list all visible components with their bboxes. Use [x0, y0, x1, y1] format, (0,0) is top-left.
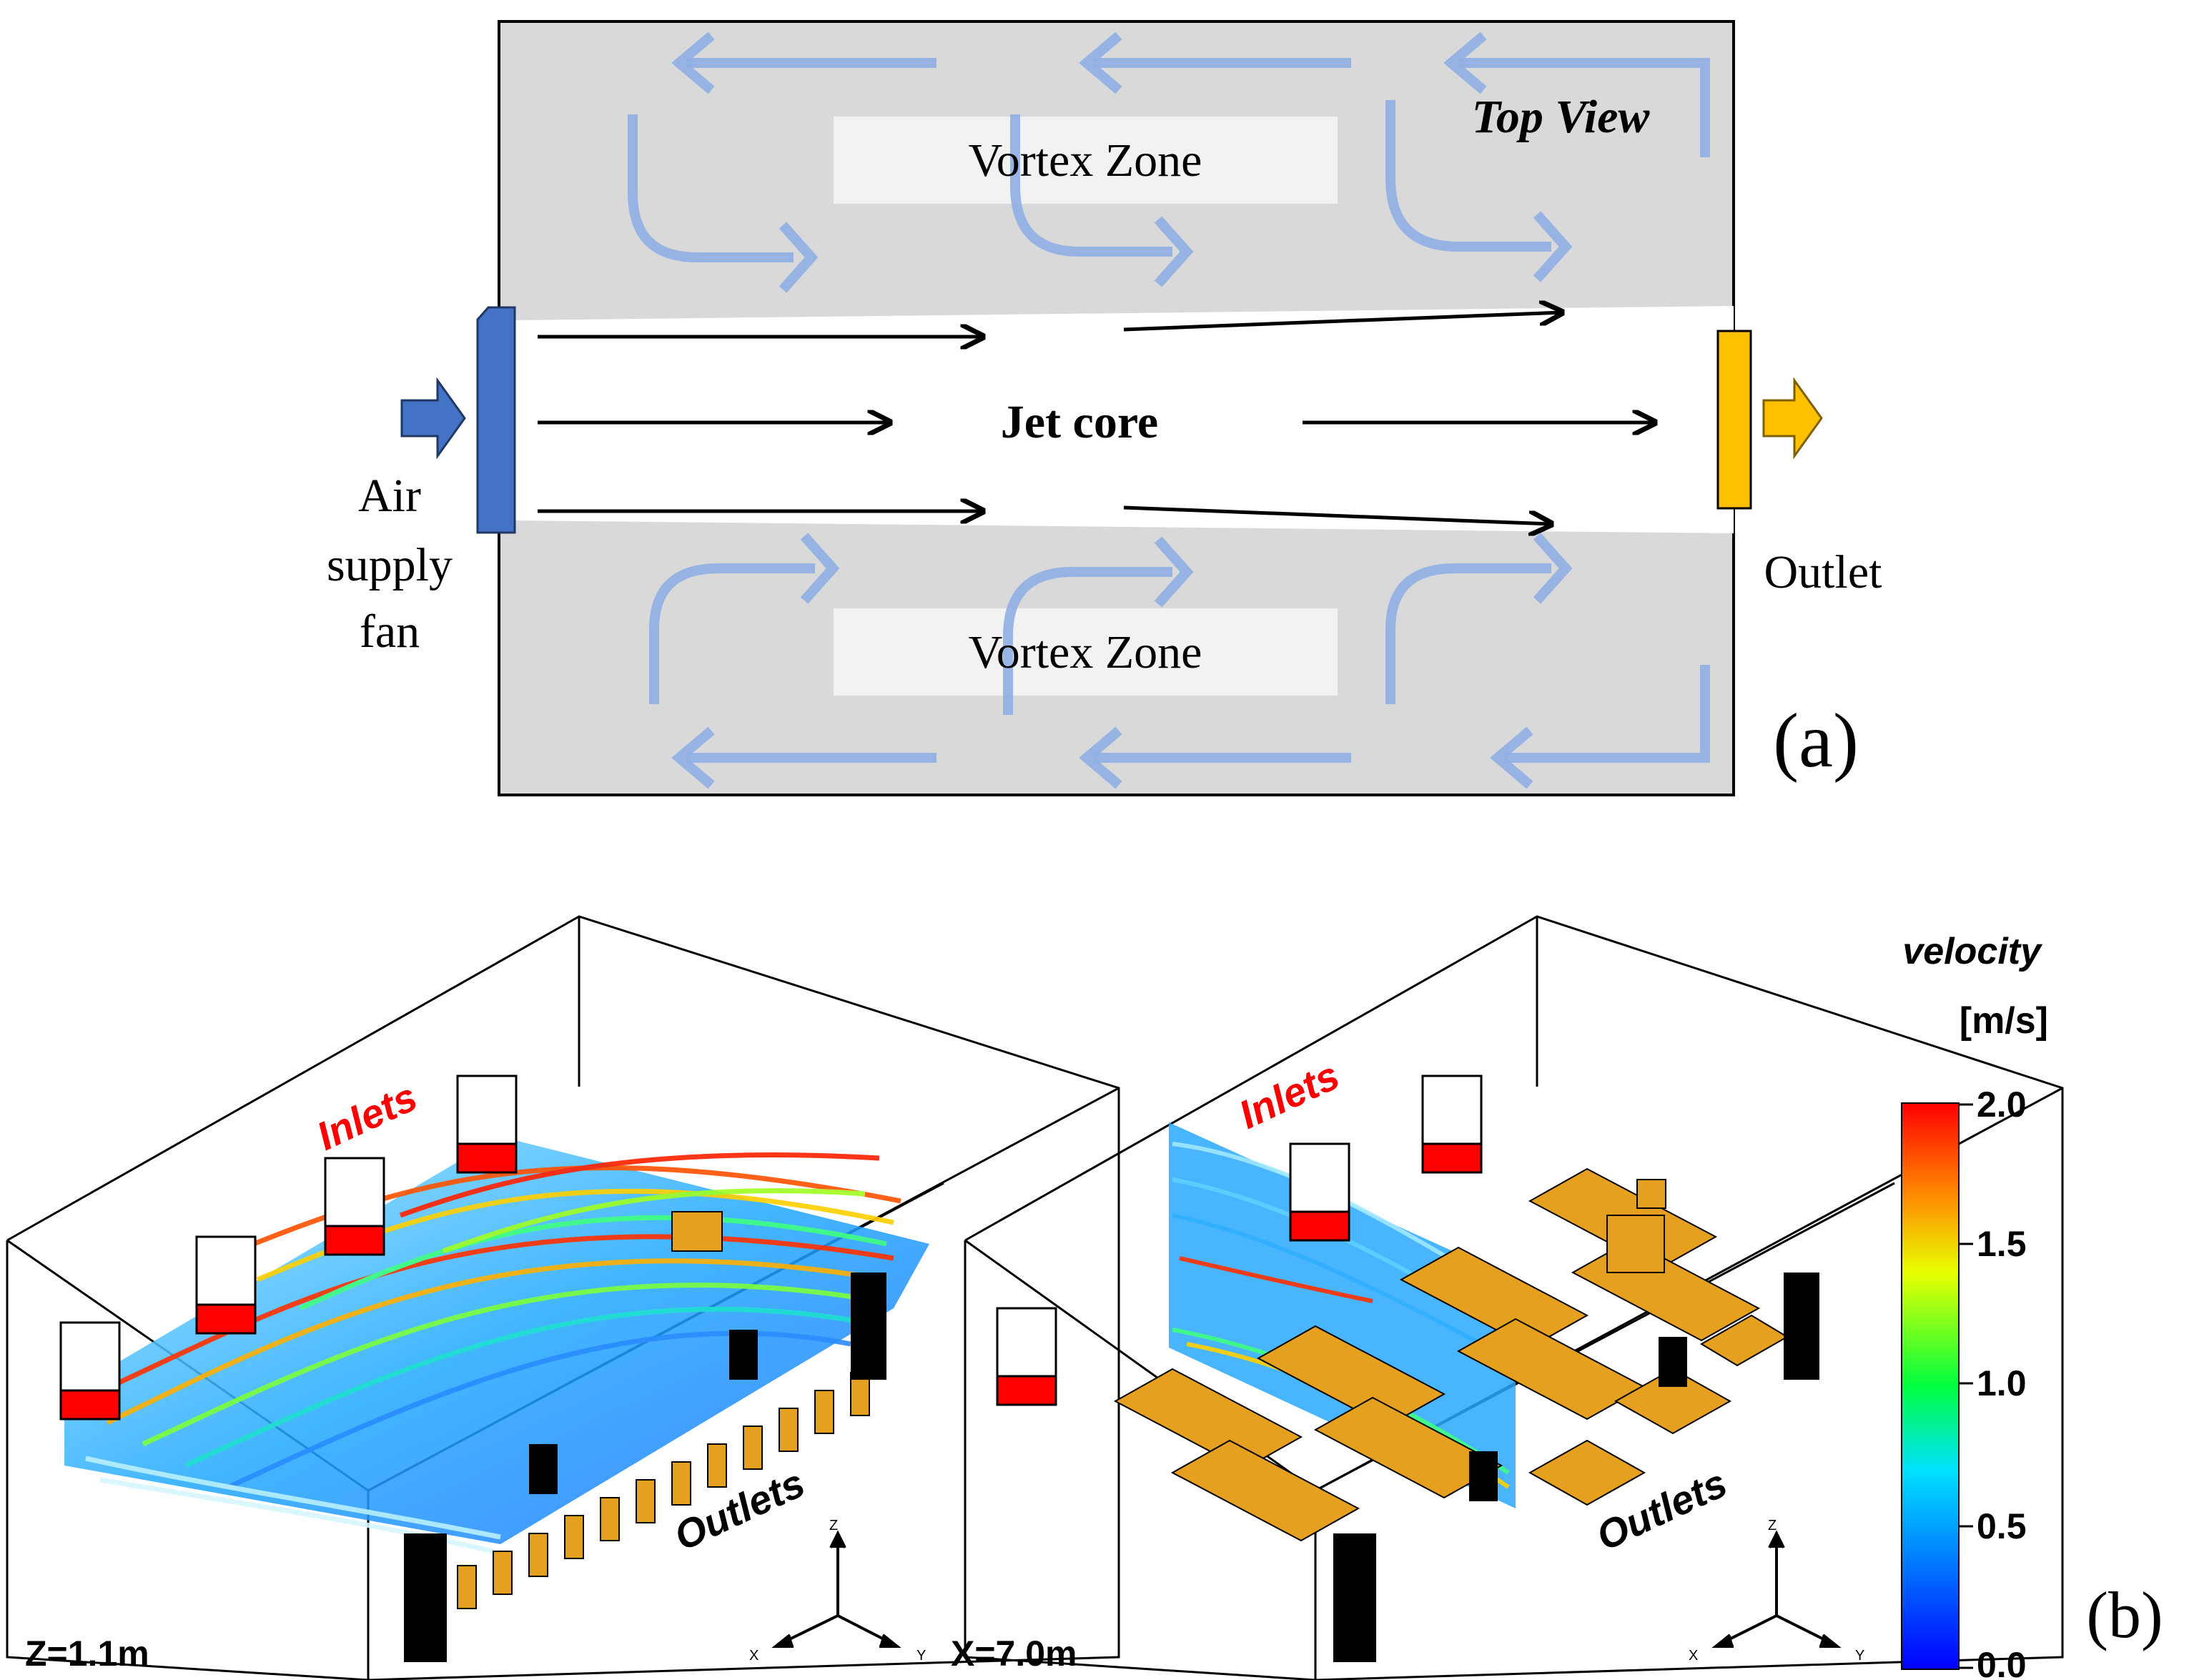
inlets-label-right: Inlets [1232, 1052, 1345, 1137]
air-supply-fan [476, 306, 516, 534]
colorbar-gradient [1901, 1102, 1960, 1670]
axis-y-right: Y [1855, 1648, 1864, 1664]
air-supply-label-line1: Air [358, 470, 421, 522]
vortex-zone-top-label: Vortex Zone [969, 134, 1202, 187]
axis-z-right: Z [1768, 1518, 1777, 1533]
outlet-doors-left [404, 1273, 886, 1662]
colorbar-tick: 0.5 [1977, 1506, 2027, 1546]
upper-vortex-arrows [628, 31, 1710, 293]
panel-b-left-view: Inlets Outlets Z=1.1m Z X Y [6, 915, 1120, 1680]
axis-z-left: Z [829, 1518, 838, 1533]
outlet-doors-right [1333, 1273, 1819, 1662]
inlet-windows-right [996, 1074, 1483, 1406]
vortex-zone-bottom-box [834, 608, 1338, 696]
colorbar-tick: 1.5 [1977, 1224, 2027, 1264]
jet-arrows [538, 312, 1655, 524]
axis-x-left: X [749, 1648, 759, 1664]
panel-b-right-view: Inlets Outlets X=7.0m Z X Y [951, 915, 2064, 1680]
air-supply-label-line2: supply [327, 539, 453, 591]
axis-triad-left [771, 1530, 901, 1648]
inlets-label-left: Inlets [310, 1074, 423, 1159]
top-view-label: Top View [1472, 91, 1651, 143]
lower-vortex-arrows [649, 533, 1710, 789]
outlet-box [1716, 330, 1752, 510]
colorbar-tick: 0.0 [1977, 1645, 2027, 1680]
section-label-left: Z=1.1m [25, 1634, 149, 1674]
inlet-windows-left [59, 1074, 518, 1420]
axis-y-left: Y [916, 1648, 926, 1664]
colorbar-tick: 1.0 [1977, 1363, 2027, 1403]
colorbar-tick-marks [1959, 1103, 1973, 1669]
vortex-zone-top-box [834, 117, 1338, 204]
colorbar-tick: 2.0 [1977, 1084, 2027, 1125]
air-supply-label-line3: fan [360, 606, 420, 658]
jet-core-region [515, 306, 1734, 533]
furniture-right [1113, 1167, 1789, 1542]
velocity-colorbar: velocity [m/s] 2.0 1.5 1.0 0.5 0.0 [1901, 931, 2048, 1680]
supply-inlet-arrow-icon [400, 377, 466, 460]
outlet-arrow-icon [1762, 377, 1823, 460]
axis-x-right: X [1689, 1648, 1698, 1664]
vortex-zone-bottom-label: Vortex Zone [969, 626, 1202, 678]
colorbar-title: velocity [1902, 931, 2043, 972]
section-plane-right [1169, 1122, 1516, 1508]
colorbar-unit: [m/s] [1960, 1000, 2048, 1042]
outlet-label: Outlet [1764, 546, 1882, 598]
panel-b-label: (b) [2086, 1578, 2163, 1651]
jet-core-label: Jet core [1001, 396, 1158, 448]
panel-a: Top View Vortex Zone Vortex Zone Jet cor… [327, 20, 1882, 796]
section-label-right: X=7.0m [951, 1634, 1077, 1674]
axis-triad-right [1711, 1530, 1842, 1648]
panel-a-label: (a) [1773, 698, 1859, 784]
